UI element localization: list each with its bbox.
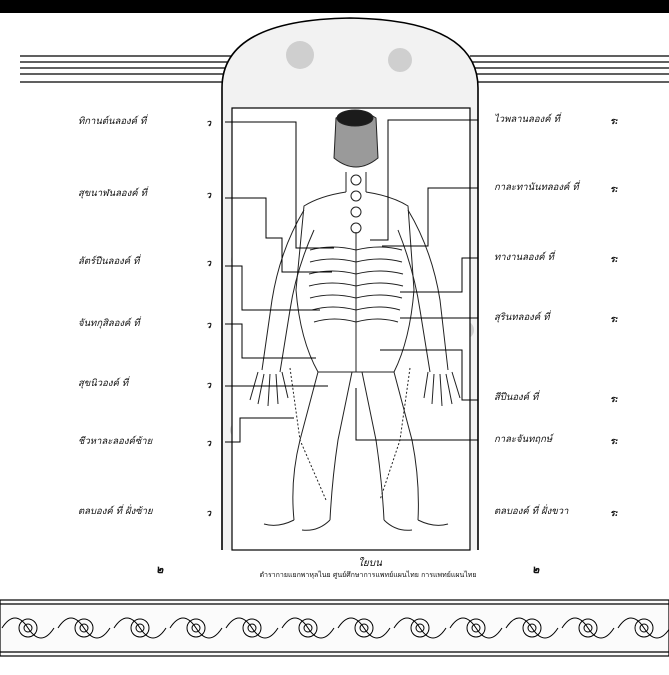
ornamental-frieze <box>0 600 669 656</box>
right-point-5-label: สีปีนองค์ ที่ <box>494 392 538 404</box>
left-footer-label: ตลบองค์ ที่ ฝั่งซ้าย <box>78 506 153 518</box>
left-point-5-mark: ว <box>206 380 211 392</box>
left-point-1-mark: ว <box>206 118 211 130</box>
right-point-3-label: ทางานลองค์ ที่ <box>494 252 554 264</box>
left-point-3-label: ลัตร์ปีนลองค์ ที่ <box>78 256 139 268</box>
left-point-4-mark: ว <box>206 320 211 332</box>
right-footer-label: ตลบองค์ ที่ ฝั่งขวา <box>494 506 568 518</box>
left-point-1-label: ทิกานต์นลองค์ ที่ <box>78 116 146 128</box>
left-point-6-mark: ว <box>206 438 211 450</box>
left-point-4-label: จันทกุสิลองค์ ที่ <box>78 318 140 330</box>
figure-caption-title: ใยบน <box>330 556 410 571</box>
left-page-number: ๒ <box>156 560 163 578</box>
right-point-1-mark: ร: <box>610 116 618 128</box>
right-point-4-label: สุรินทลองค์ ที่ <box>494 312 549 324</box>
left-point-2-mark: ว <box>206 190 211 202</box>
right-page-number: ๒ <box>532 560 539 578</box>
right-point-4-mark: ร: <box>610 314 618 326</box>
left-point-5-label: สุขนิวองค์ ที่ <box>78 378 128 390</box>
right-point-6-mark: ร: <box>610 436 618 448</box>
right-point-1-label: ไวพลานลองค์ ที่ <box>494 114 560 126</box>
right-point-3-mark: ร: <box>610 254 618 266</box>
figure-caption-subtitle: ตำรากายแยกพาหุลไนย ศูนย์ศึกษาการแพทย์แผน… <box>203 570 533 581</box>
left-moulding <box>20 56 232 82</box>
right-point-2-label: กาละทานันทลองค์ ที่ <box>494 182 579 194</box>
right-point-6-label: กาละจันทฤกษ์ <box>494 434 552 446</box>
left-point-2-label: สุขนาฬนลองค์ ที่ <box>78 188 147 200</box>
left-point-6-label: ชีวหาละลองค์ซ้าย <box>78 436 152 448</box>
left-footer-mark: ว <box>206 508 211 520</box>
left-point-3-mark: ว <box>206 258 211 270</box>
right-footer-mark: ร: <box>610 508 618 520</box>
right-point-2-mark: ร: <box>610 184 618 196</box>
right-point-5-mark: ร: <box>610 394 618 406</box>
right-moulding <box>470 56 669 82</box>
